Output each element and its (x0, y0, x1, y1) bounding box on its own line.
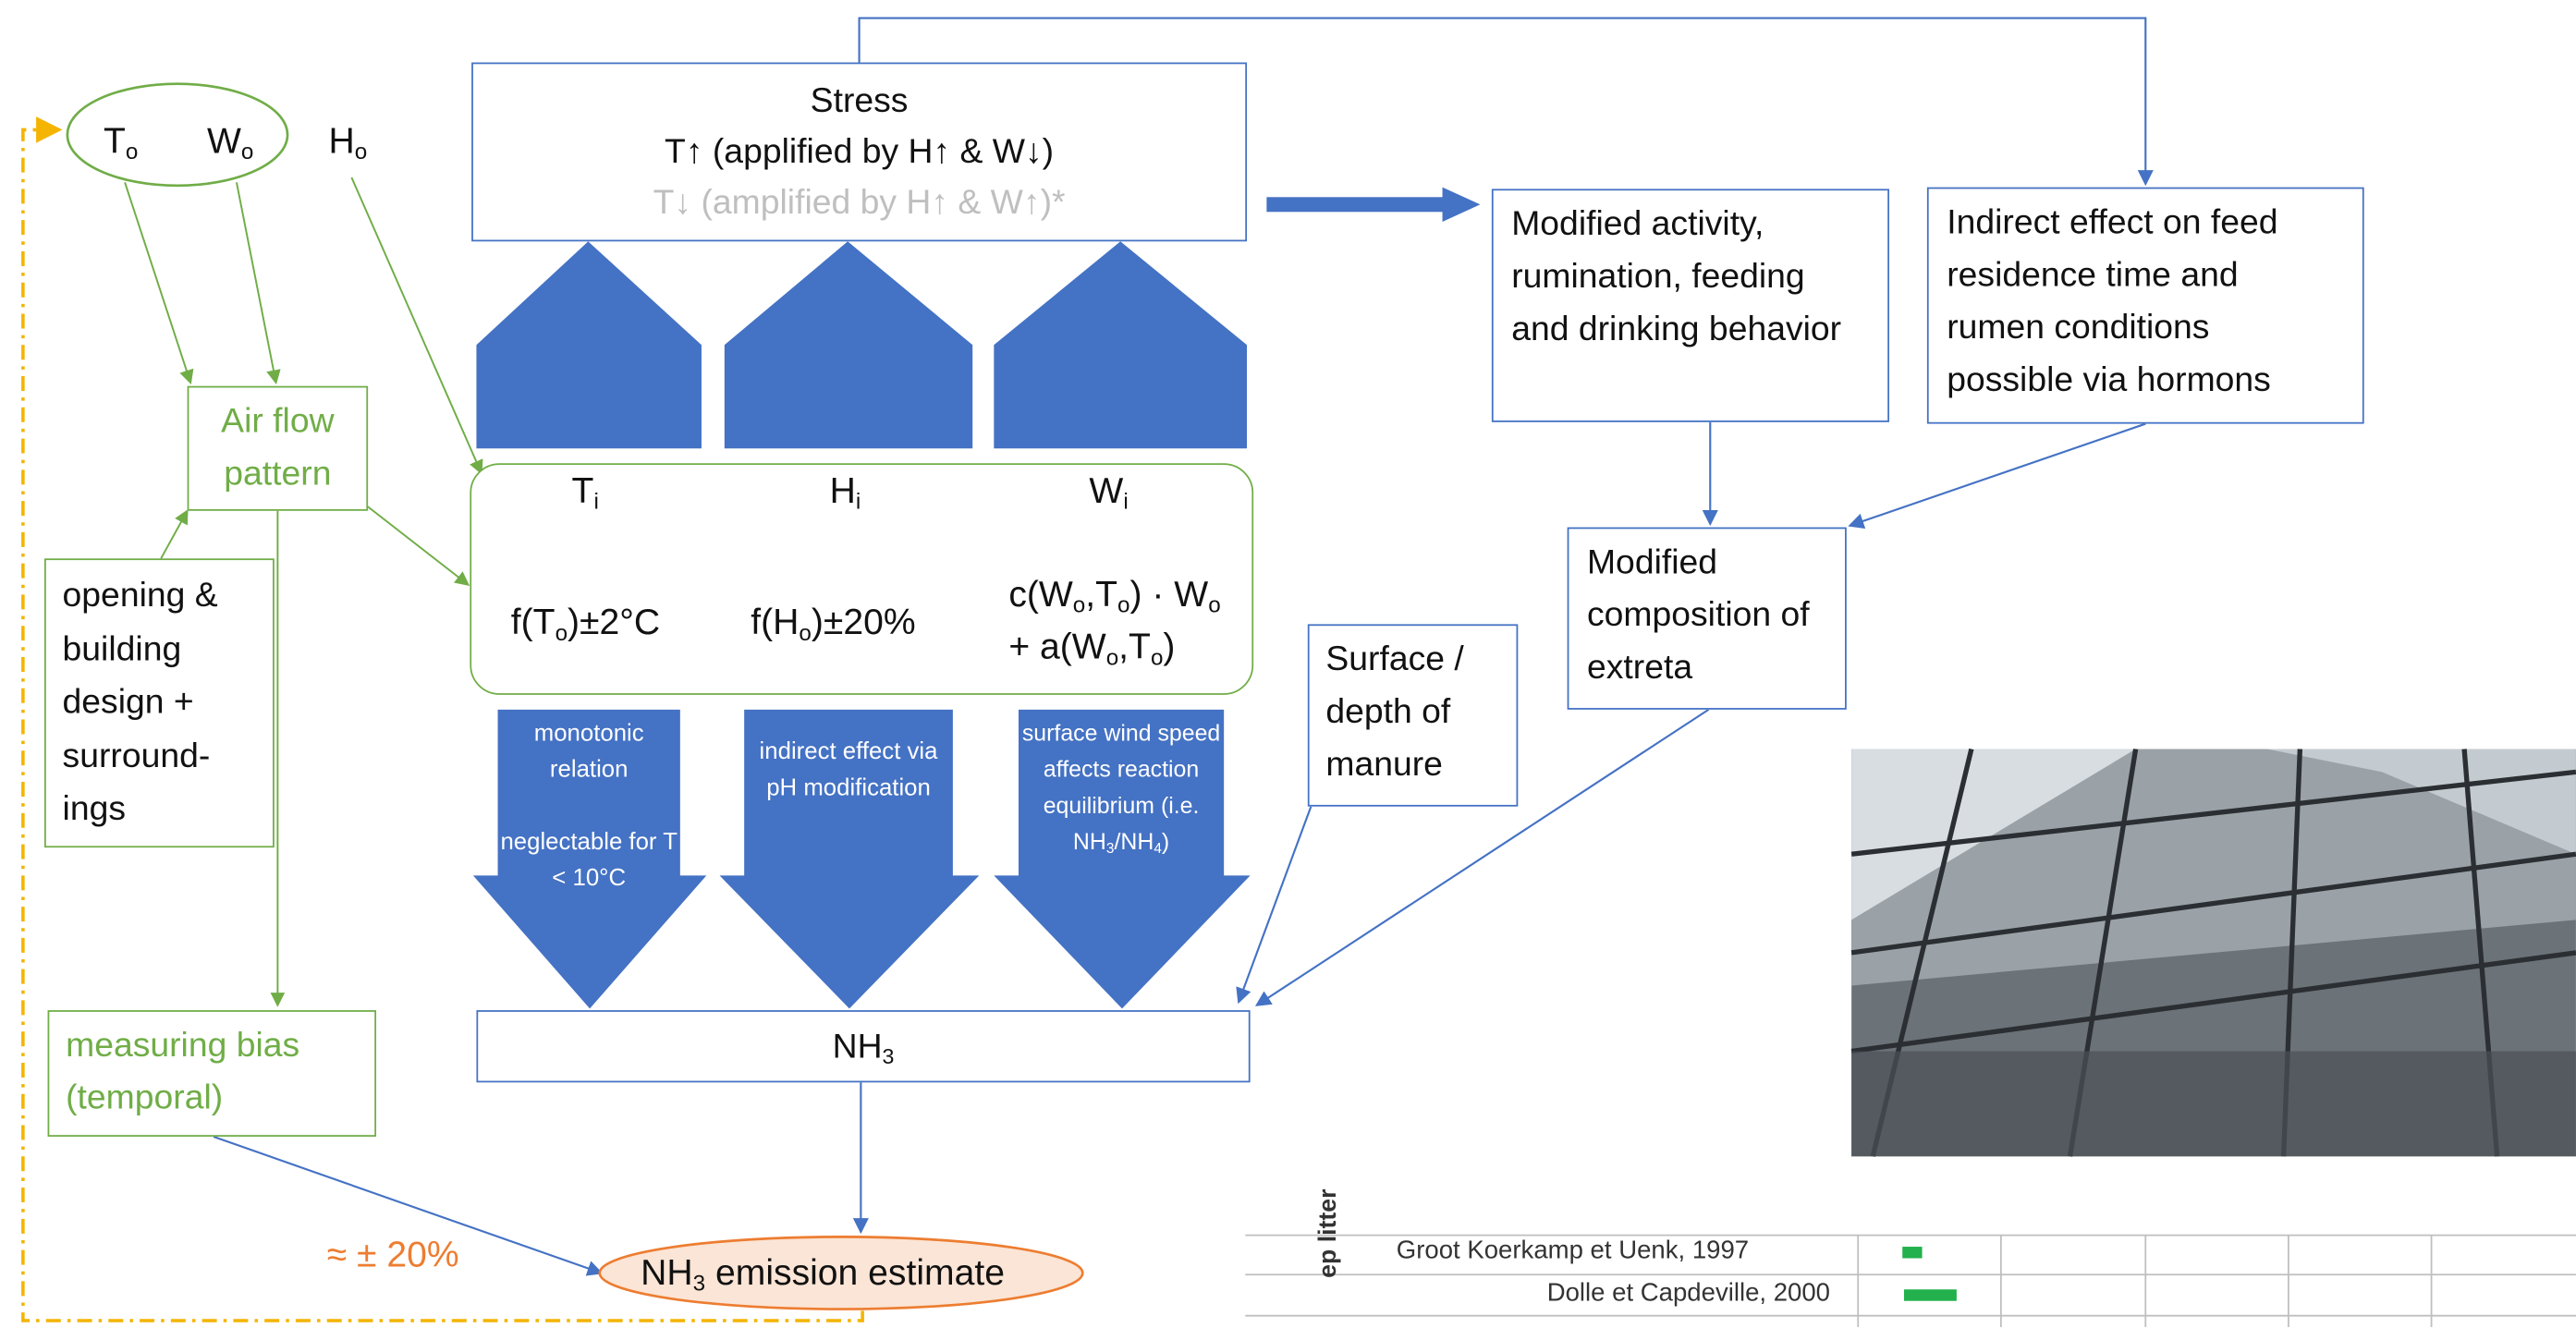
wind-formula-2: + a(Wo,To) (1008, 626, 1176, 670)
airflow-box: Air flow pattern (187, 385, 369, 511)
table-fragment-grid (1245, 1234, 2576, 1328)
barn-roof-photo-icon (1850, 748, 2576, 1157)
outside-humidity-label: Ho (328, 119, 368, 164)
inside-conditions-box (470, 463, 1254, 695)
measuring-bias-box: measuring bias (temporal) (47, 1010, 377, 1137)
wind-effect-text: surface wind speed affects reaction equi… (1021, 719, 1221, 857)
emission-estimate-ellipse (598, 1236, 1084, 1310)
uncertainty-label: ≈ ± 20% (326, 1233, 459, 1275)
modified-composition-box: Modified composition of extreta (1567, 527, 1847, 710)
modified-activity-box: Modified activity, rumination, feeding a… (1491, 189, 1890, 422)
temp-formula: f(To)±2°C (510, 601, 661, 646)
table-row-1: Groot Koerkamp et Uenk, 1997 (1396, 1237, 1750, 1265)
humidity-down-arrow (719, 709, 980, 1009)
wind-formula-1: c(Wo,To) · Wo (1008, 573, 1221, 617)
surface-depth-box: Surface / depth of manure (1307, 624, 1519, 807)
inside-wind-label: Wi (1089, 469, 1129, 514)
humidity-effect-text: indirect effect via pH modification (759, 738, 938, 802)
outside-wind-label: Wo (206, 119, 254, 164)
emission-estimate-label: NH3 emission estimate (641, 1251, 1005, 1297)
humidity-formula: f(Ho)±20% (751, 601, 916, 646)
feedback-loop (21, 116, 864, 1322)
stress-line-high: T↑ (applified by H↑ & W↓) (665, 132, 1055, 171)
outside-conditions-ellipse (66, 82, 289, 188)
table-bar-2 (1904, 1289, 1957, 1301)
table-row-2: Dolle et Capdeville, 2000 (1546, 1279, 1831, 1308)
outside-temp-label: To (103, 119, 139, 164)
stress-box: Stress T↑ (applified by H↑ & W↓) T↓ (amp… (471, 62, 1248, 242)
nh3-box: NH3 (476, 1010, 1251, 1083)
stress-line-low: T↓ (amplified by H↑ & W↑)* (653, 184, 1066, 222)
wind-down-arrow (994, 709, 1251, 1009)
stress-to-activity-arrow-shaft (1266, 197, 1447, 213)
table-group-label: ep litter (1313, 1188, 1343, 1278)
wind-up-arrow (994, 241, 1248, 449)
stress-title: Stress (810, 81, 909, 120)
inside-temp-label: Ti (571, 469, 599, 514)
stress-to-indirect-link (858, 17, 2154, 187)
table-bar-1 (1902, 1247, 1923, 1259)
temp-down-arrow (472, 709, 707, 1009)
humidity-up-arrow (724, 241, 973, 449)
opening-box: opening & building design + surround-ing… (43, 558, 275, 848)
temp-effect-text: monotonic relation neglectable for T < 1… (500, 721, 678, 893)
stress-to-activity-arrow-head (1442, 187, 1481, 222)
indirect-effect-box: Indirect effect on feed residence time a… (1926, 187, 2364, 424)
temp-up-arrow (476, 241, 702, 449)
inside-humidity-label: Hi (829, 469, 861, 514)
